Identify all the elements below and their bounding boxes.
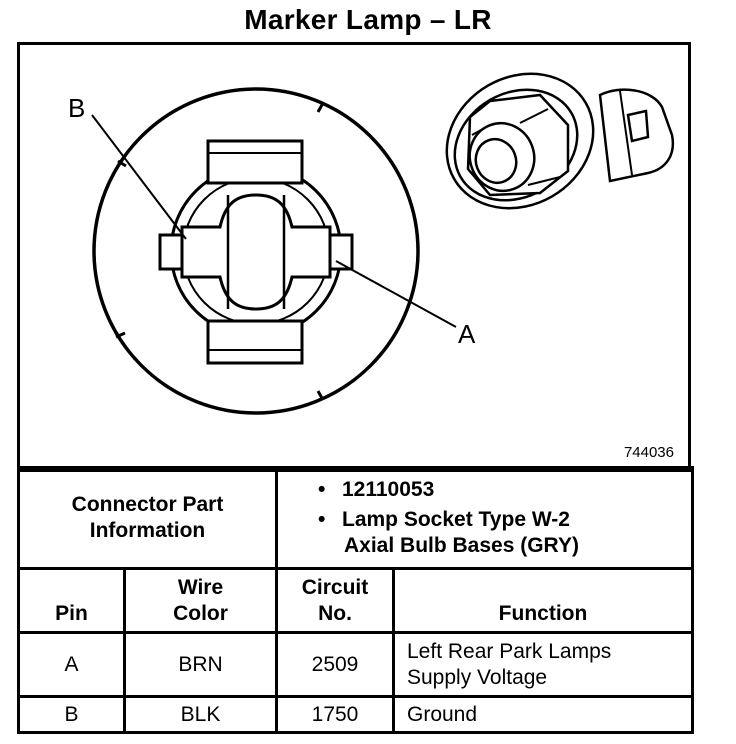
page-title: Marker Lamp – LR <box>244 4 492 35</box>
socket-outer-ring <box>92 87 420 415</box>
row-a-pin: A <box>17 631 126 698</box>
callout-b-label: B <box>68 93 86 123</box>
terminal-b-box <box>158 233 184 271</box>
table-row: B BLK 1750 Ground <box>17 695 695 734</box>
callout-a-leader <box>335 260 457 328</box>
header-circuit-no: Circuit No. <box>275 567 395 634</box>
row-a-circuit: 2509 <box>275 631 395 698</box>
row-b-function: Ground <box>391 695 695 734</box>
socket-description-item: •Lamp Socket Type W-2 <box>318 508 570 531</box>
part-number-item: •12110053 <box>318 478 435 501</box>
center-contact <box>180 193 332 311</box>
socket-3d-illustration <box>445 72 675 210</box>
header-pin: Pin <box>17 567 126 634</box>
connector-part-details: •12110053 •Lamp Socket Type W-2 Axial Bu… <box>274 466 695 570</box>
row-b-circuit: 1750 <box>275 695 395 734</box>
connector-part-info-label: Connector Part Information <box>17 466 278 570</box>
bottom-locking-tab <box>206 319 304 365</box>
connector-face-diagram <box>91 72 675 415</box>
header-wire-color: Wire Color <box>123 567 278 634</box>
table-row: A BRN 2509 Left Rear Park Lamps Supply V… <box>17 631 695 698</box>
row-a-function: Left Rear Park Lamps Supply Voltage <box>391 631 695 698</box>
connector-info-row: Connector Part Information •12110053 •La… <box>17 466 695 570</box>
callout-a-label: A <box>458 319 476 349</box>
row-b-wire-color: BLK <box>123 695 278 734</box>
connector-table: Connector Part Information •12110053 •La… <box>17 466 695 734</box>
connector-diagram-frame: B A 744036 <box>17 42 691 472</box>
figure-id: 744036 <box>623 444 674 461</box>
row-b-pin: B <box>17 695 126 734</box>
table-header-row: Pin Wire Color Circuit No. Function <box>17 567 695 634</box>
callout-b-leader <box>91 114 187 240</box>
top-locking-tab <box>206 139 304 185</box>
row-a-wire-color: BRN <box>123 631 278 698</box>
header-function: Function <box>391 567 695 634</box>
